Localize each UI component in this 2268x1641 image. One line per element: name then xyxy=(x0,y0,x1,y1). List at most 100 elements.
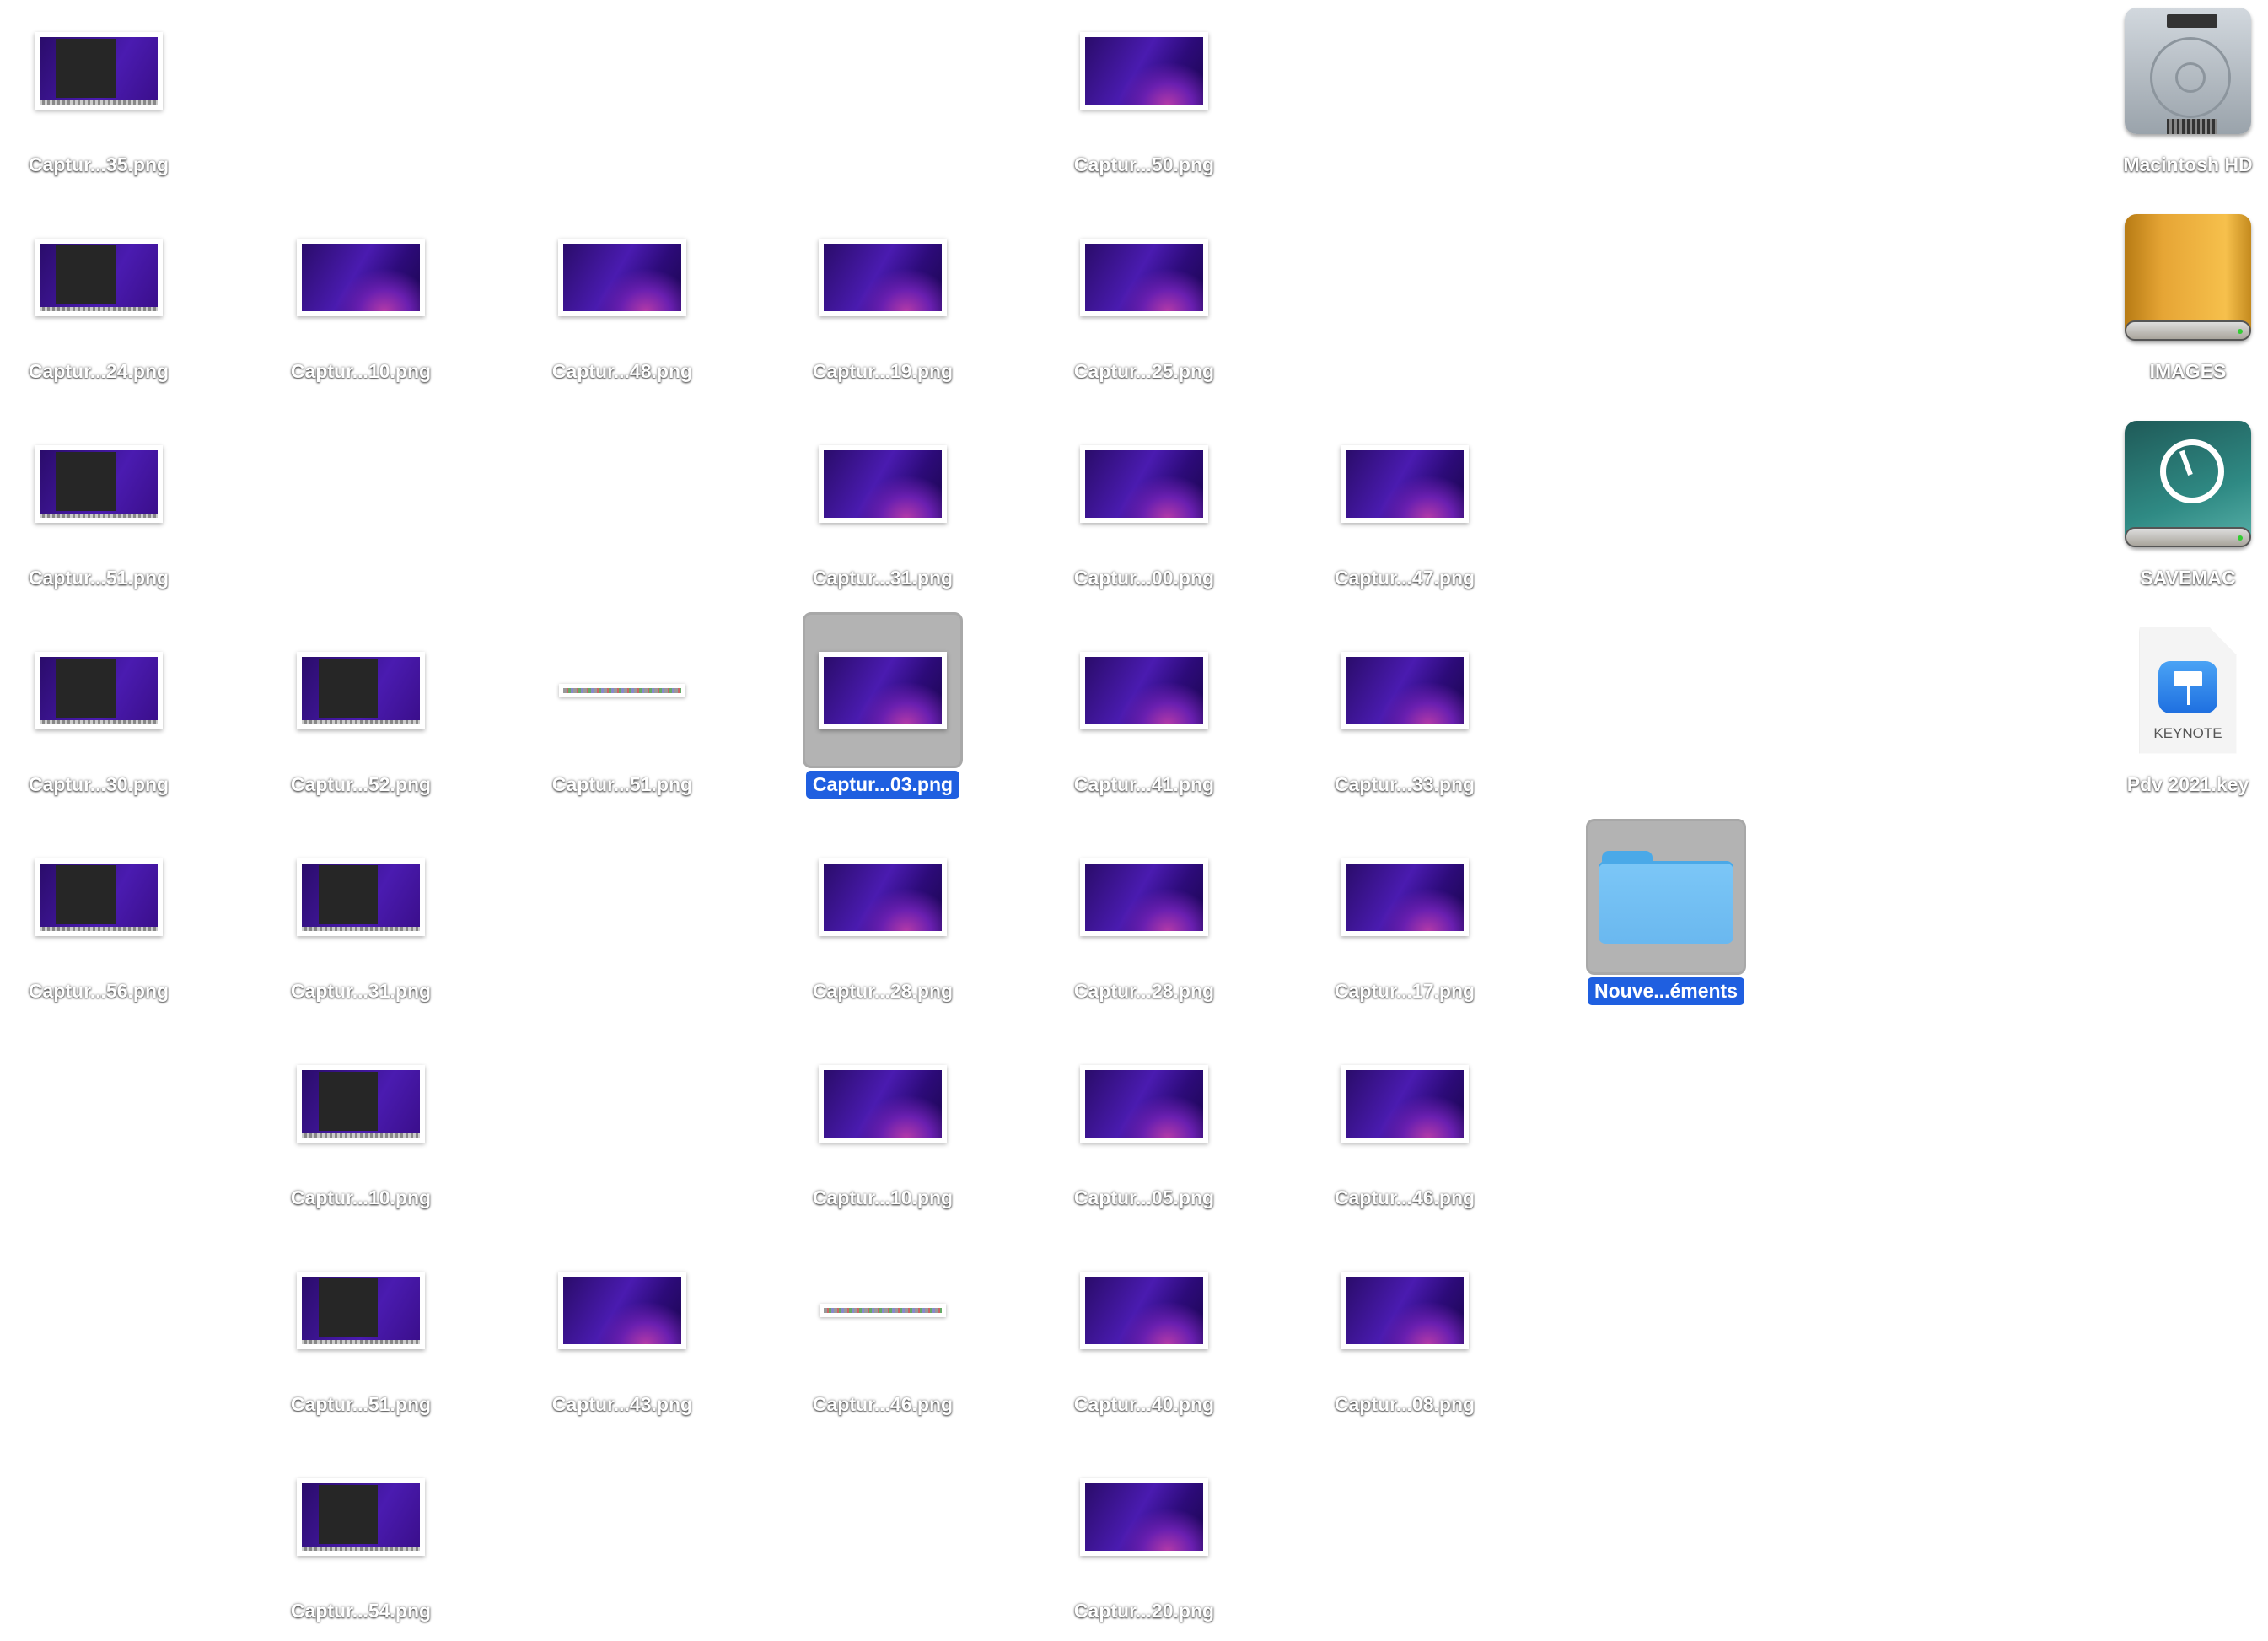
icon-container: KEYNOTE xyxy=(2108,612,2268,768)
image-thumbnail-icon xyxy=(819,1064,947,1143)
item-label[interactable]: Captur...56.png xyxy=(28,980,169,1002)
item-label[interactable]: Captur...24.png xyxy=(28,360,169,382)
item-label[interactable]: Captur...08.png xyxy=(1334,1393,1475,1415)
file-item[interactable]: Captur...10.png xyxy=(234,1025,487,1228)
screenshot-thumbnail-icon xyxy=(35,31,163,110)
time-machine-drive-icon xyxy=(2125,420,2251,547)
item-label[interactable]: Captur...50.png xyxy=(1073,153,1215,175)
file-item[interactable]: Captur...31.png xyxy=(234,819,487,1021)
file-item[interactable]: Captur...48.png xyxy=(496,199,749,401)
file-item[interactable]: Captur...30.png xyxy=(0,612,225,815)
file-item[interactable]: Captur...31.png xyxy=(756,406,1009,608)
file-item[interactable]: Captur...28.png xyxy=(1018,819,1271,1021)
file-item[interactable]: Captur...08.png xyxy=(1278,1232,1531,1434)
file-item[interactable]: Captur...50.png xyxy=(1018,0,1271,195)
file-item[interactable]: Captur...51.png xyxy=(0,406,225,608)
item-label[interactable]: Captur...46.png xyxy=(812,1393,954,1415)
icon-container xyxy=(281,612,441,768)
file-item[interactable]: Captur...33.png xyxy=(1278,612,1531,815)
file-item[interactable]: Captur...52.png xyxy=(234,612,487,815)
icon-container xyxy=(803,819,963,975)
icon-container xyxy=(1586,819,1746,975)
file-item[interactable]: Captur...25.png xyxy=(1018,199,1271,401)
item-label[interactable]: Captur...31.png xyxy=(290,980,432,1002)
file-item[interactable]: Captur...46.png xyxy=(1278,1025,1531,1228)
file-item[interactable]: Captur...19.png xyxy=(756,199,1009,401)
icon-container xyxy=(542,199,702,355)
file-item[interactable]: Captur...41.png xyxy=(1018,612,1271,815)
file-item[interactable]: Captur...46.png xyxy=(756,1232,1009,1434)
file-item[interactable]: Captur...43.png xyxy=(496,1232,749,1434)
strip-thumbnail-icon xyxy=(820,1303,946,1317)
item-label[interactable]: Captur...43.png xyxy=(551,1393,693,1415)
image-thumbnail-icon xyxy=(1080,31,1208,110)
file-item[interactable]: Captur...03.png xyxy=(756,612,1009,815)
volume-item[interactable]: SAVEMAC xyxy=(2061,406,2268,608)
item-label[interactable]: Captur...51.png xyxy=(28,567,169,589)
image-thumbnail-icon xyxy=(1080,858,1208,936)
item-label[interactable]: Captur...17.png xyxy=(1334,980,1475,1002)
item-label[interactable]: Captur...48.png xyxy=(551,360,693,382)
icon-container xyxy=(281,1025,441,1181)
item-label[interactable]: Captur...54.png xyxy=(290,1600,432,1622)
item-label[interactable]: Captur...30.png xyxy=(28,773,169,795)
file-item[interactable]: Captur...51.png xyxy=(496,612,749,815)
screenshot-thumbnail-icon xyxy=(297,651,425,729)
file-item[interactable]: Captur...40.png xyxy=(1018,1232,1271,1434)
item-label[interactable]: Captur...51.png xyxy=(551,773,693,795)
icon-container xyxy=(1064,819,1224,975)
file-item[interactable]: Captur...20.png xyxy=(1018,1439,1271,1641)
file-item[interactable]: Captur...00.png xyxy=(1018,406,1271,608)
item-label[interactable]: SAVEMAC xyxy=(2140,567,2236,589)
item-label[interactable]: Captur...51.png xyxy=(290,1393,432,1415)
volume-item[interactable]: Macintosh HD xyxy=(2061,0,2268,195)
file-item[interactable]: Captur...51.png xyxy=(234,1232,487,1434)
icon-container xyxy=(2108,199,2268,355)
file-item[interactable]: Captur...10.png xyxy=(234,199,487,401)
file-item[interactable]: Captur...17.png xyxy=(1278,819,1531,1021)
item-label[interactable]: Nouve...éments xyxy=(1588,977,1744,1005)
item-label[interactable]: Captur...35.png xyxy=(28,153,169,175)
file-item[interactable]: KEYNOTE Pdv 2021.key xyxy=(2061,612,2268,815)
item-label[interactable]: Captur...47.png xyxy=(1334,567,1475,589)
file-item[interactable]: Captur...10.png xyxy=(756,1025,1009,1228)
item-label[interactable]: Captur...33.png xyxy=(1334,773,1475,795)
item-label[interactable]: Captur...00.png xyxy=(1073,567,1215,589)
item-label[interactable]: Captur...28.png xyxy=(1073,980,1215,1002)
image-thumbnail-icon xyxy=(297,238,425,316)
icon-container xyxy=(803,199,963,355)
item-label[interactable]: Captur...31.png xyxy=(812,567,954,589)
item-label[interactable]: Captur...10.png xyxy=(290,360,432,382)
icon-container xyxy=(281,1439,441,1595)
item-label[interactable]: Captur...46.png xyxy=(1334,1186,1475,1208)
item-label[interactable]: Captur...25.png xyxy=(1073,360,1215,382)
file-item[interactable]: Captur...56.png xyxy=(0,819,225,1021)
item-label[interactable]: Pdv 2021.key xyxy=(2126,773,2249,795)
item-label[interactable]: Macintosh HD xyxy=(2123,153,2253,175)
item-label[interactable]: Captur...10.png xyxy=(290,1186,432,1208)
file-item[interactable]: Captur...24.png xyxy=(0,199,225,401)
item-label[interactable]: Captur...20.png xyxy=(1073,1600,1215,1622)
item-label[interactable]: Captur...40.png xyxy=(1073,1393,1215,1415)
icon-container xyxy=(19,199,179,355)
item-label[interactable]: Captur...03.png xyxy=(805,771,960,799)
folder-item[interactable]: Nouve...éments xyxy=(1540,819,1792,1021)
file-item[interactable]: Captur...28.png xyxy=(756,819,1009,1021)
item-label[interactable]: Captur...41.png xyxy=(1073,773,1215,795)
volume-item[interactable]: IMAGES xyxy=(2061,199,2268,401)
icon-container xyxy=(803,1232,963,1388)
file-item[interactable]: Captur...35.png xyxy=(0,0,225,195)
image-thumbnail-icon xyxy=(1341,1064,1469,1143)
file-item[interactable]: Captur...54.png xyxy=(234,1439,487,1641)
image-thumbnail-icon xyxy=(1080,238,1208,316)
icon-container xyxy=(281,1232,441,1388)
item-label[interactable]: Captur...52.png xyxy=(290,773,432,795)
item-label[interactable]: IMAGES xyxy=(2149,360,2227,382)
file-item[interactable]: Captur...05.png xyxy=(1018,1025,1271,1228)
item-label[interactable]: Captur...19.png xyxy=(812,360,954,382)
icon-container xyxy=(1064,199,1224,355)
file-item[interactable]: Captur...47.png xyxy=(1278,406,1531,608)
item-label[interactable]: Captur...05.png xyxy=(1073,1186,1215,1208)
item-label[interactable]: Captur...28.png xyxy=(812,980,954,1002)
item-label[interactable]: Captur...10.png xyxy=(812,1186,954,1208)
